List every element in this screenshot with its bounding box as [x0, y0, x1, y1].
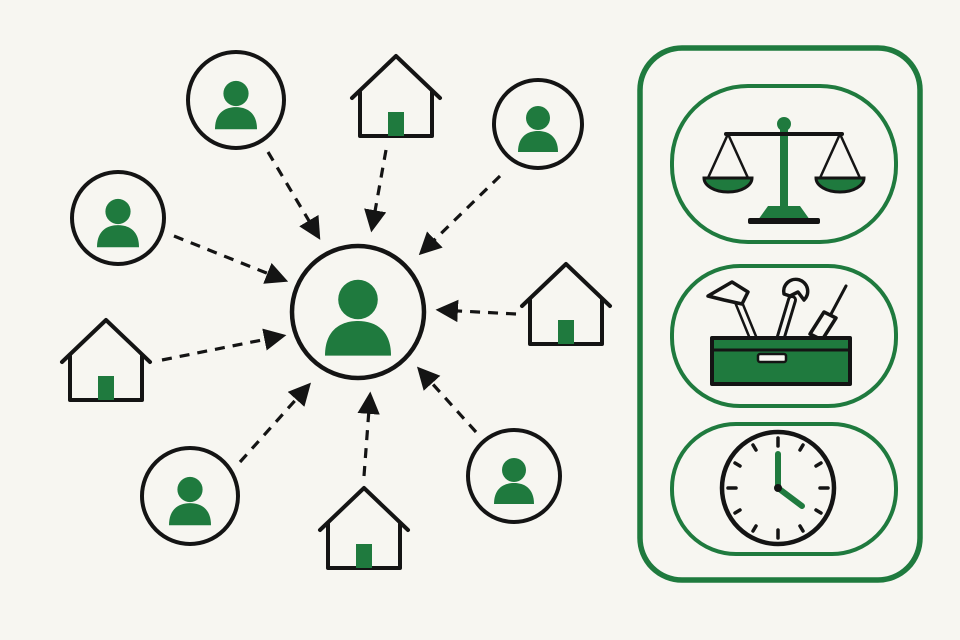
satellite-house-bottom: [318, 486, 410, 570]
arrow-person-left: [173, 234, 289, 284]
house-icon: [318, 486, 410, 570]
arrow-house-top: [364, 149, 388, 233]
side-panel: [637, 45, 923, 583]
scales-of-justice-icon: [702, 117, 866, 224]
house-icon: [60, 318, 152, 402]
hammer-icon: [706, 280, 759, 345]
toolbox-icon: [706, 277, 852, 386]
wrench-icon: [775, 277, 810, 345]
satellite-person-bottom-right: [466, 428, 562, 524]
panel-item-justice: [670, 84, 898, 244]
satellite-person-top-left: [186, 50, 286, 150]
satellite-house-top: [350, 54, 442, 138]
clock-icon: [719, 429, 837, 547]
arrow-person-bottom-left: [238, 382, 311, 464]
satellite-person-left: [70, 170, 166, 266]
arrow-person-top-right: [418, 174, 502, 256]
clock-minute-hand: [775, 485, 805, 509]
satellite-house-left: [60, 318, 152, 402]
hub-node: [289, 243, 427, 381]
arrow-person-top-left: [266, 151, 321, 240]
satellite-house-right: [520, 262, 612, 346]
connection-arrows: [161, 149, 517, 477]
arrow-person-bottom-right: [416, 366, 478, 434]
arrow-house-bottom: [357, 391, 380, 477]
house-icon: [520, 262, 612, 346]
satellite-person-top-right: [492, 78, 584, 170]
satellite-person-bottom-left: [140, 446, 240, 546]
arrow-house-left: [161, 328, 287, 362]
arrow-house-right: [435, 299, 517, 323]
panel-item-tools: [670, 264, 898, 408]
panel-item-time: [670, 422, 898, 556]
house-icon: [350, 54, 442, 138]
